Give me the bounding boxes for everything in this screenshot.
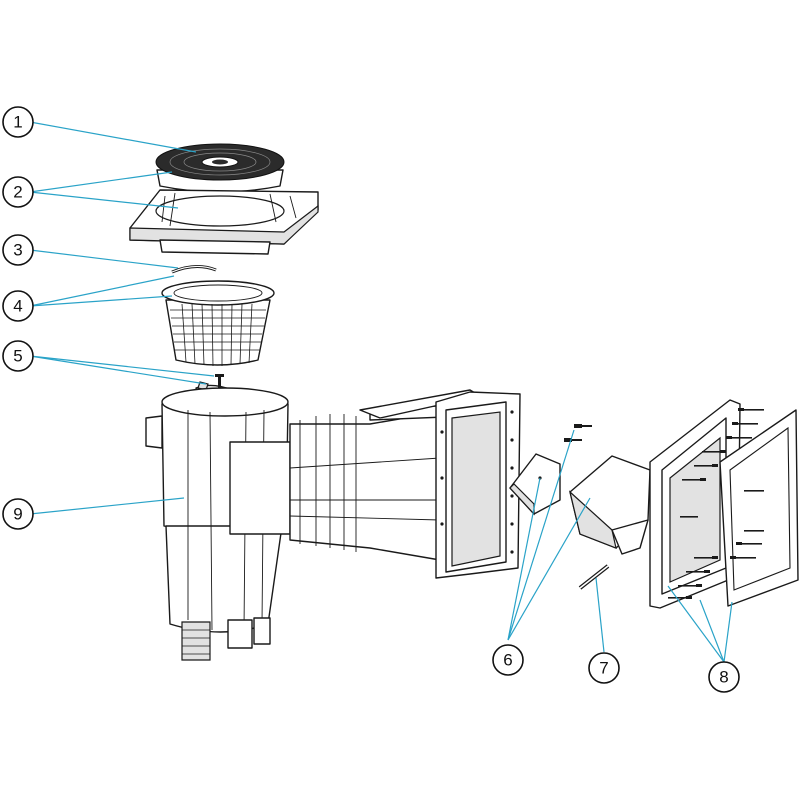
callout-1: 1 <box>2 106 34 138</box>
callout-label: 5 <box>13 347 22 366</box>
callout-label: 6 <box>503 651 512 670</box>
callout-label: 7 <box>599 659 608 678</box>
callout-6: 6 <box>492 644 524 676</box>
callout-label: 9 <box>13 505 22 524</box>
callout-9: 9 <box>2 498 34 530</box>
callout-5: 5 <box>2 340 34 372</box>
screw-icon <box>668 408 764 599</box>
screw-icon <box>564 424 592 442</box>
part-handle <box>171 265 217 274</box>
part-frame <box>129 189 319 255</box>
callout-label: 8 <box>719 668 728 687</box>
part-basket <box>161 280 275 367</box>
callout-label: 4 <box>13 297 22 316</box>
callout-label: 3 <box>13 241 22 260</box>
callout-label: 1 <box>13 113 22 132</box>
callout-4: 4 <box>2 290 34 322</box>
part-flap <box>509 424 651 555</box>
callout-2: 2 <box>2 176 34 208</box>
part-lid <box>155 143 285 193</box>
part-faceplate <box>649 399 799 609</box>
callout-8: 8 <box>708 661 740 693</box>
part-pin <box>578 564 610 590</box>
part-skimmer-body <box>145 387 521 661</box>
callout-label: 2 <box>13 183 22 202</box>
leader-lines <box>29 121 733 663</box>
callout-3: 3 <box>2 234 34 266</box>
callout-7: 7 <box>588 652 620 684</box>
